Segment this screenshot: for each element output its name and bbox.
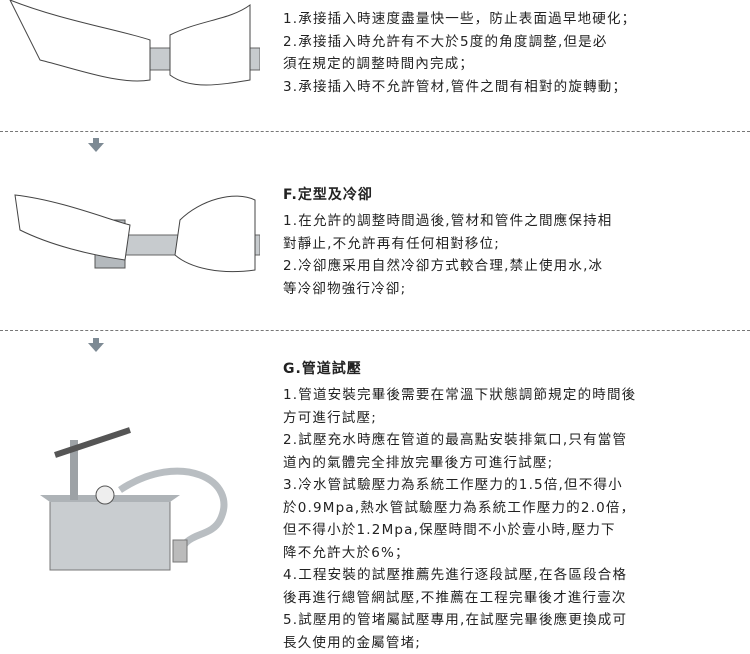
- text-line: 1.承接插入時速度盡量快一些，防止表面過早地硬化；: [283, 11, 637, 27]
- section-f-text: 1.在允許的調整時間過後,管材和管件之間應保持相 對靜止,不允許再有任何相對移位…: [283, 210, 612, 300]
- pressure-test-pump-illustration: [40, 427, 228, 571]
- text-line: 2.承接插入時允許有不大於5度的角度調整,但是必: [283, 33, 608, 50]
- text-line: 須在規定的調整時間內完成；: [283, 56, 475, 72]
- section-f-title: F.定型及冷卻: [283, 187, 373, 203]
- section-divider: [0, 330, 750, 331]
- section-divider: [0, 131, 750, 132]
- text-line: 方可進行試壓;: [283, 409, 377, 426]
- text-line: 5.試壓用的管堵屬試壓專用,在試壓完畢後應更換成可: [283, 612, 628, 628]
- text-line: 等冷卻物強行冷卻;: [283, 280, 407, 297]
- text-line: 2.試壓充水時應在管道的最高點安裝排氣口,只有當管: [283, 432, 628, 448]
- text-line: 3.承接插入時不允許管材,管件之間有相對的旋轉動；: [283, 78, 628, 95]
- text-line: 長久使用的金屬管堵;: [283, 634, 422, 651]
- text-line: 4.工程安裝的試壓推薦先進行逐段試壓,在各區段合格: [283, 567, 628, 583]
- text-line: 道內的氣體完全排放完畢後方可進行試壓;: [283, 454, 554, 471]
- text-line: 後再進行總管網試壓,不推薦在工程完畢後才進行壹次: [283, 589, 627, 606]
- section-e-text: 1.承接插入時速度盡量快一些，防止表面過早地硬化； 2.承接插入時允許有不大於5…: [283, 8, 636, 98]
- pipe-insertion-illustration: [9, 0, 260, 86]
- text-line: 但不得小於1.2Mpa,保壓時間不小於壹小時,壓力下: [283, 522, 616, 538]
- down-arrow-icon: [88, 138, 104, 152]
- text-line: 對靜止,不允許再有任何相對移位;: [283, 235, 501, 252]
- section-g-title: G.管道試壓: [283, 361, 362, 377]
- text-line: 降不允許大於6%；: [283, 544, 410, 561]
- text-line: 1.管道安裝完畢後需要在常溫下狀態調節規定的時間後: [283, 387, 637, 403]
- pipe-holding-illustration: [14, 194, 260, 273]
- text-line: 1.在允許的調整時間過後,管材和管件之間應保持相: [283, 213, 613, 229]
- down-arrow-icon: [88, 338, 104, 352]
- text-line: 於0.9Mpa,熱水管試驗壓力為系統工作壓力的2.0倍，: [283, 499, 636, 516]
- section-g-text: 1.管道安裝完畢後需要在常溫下狀態調節規定的時間後 方可進行試壓; 2.試壓充水…: [283, 384, 636, 654]
- text-line: 2.冷卻應采用自然冷卻方式較合理,禁止使用水,冰: [283, 258, 604, 274]
- text-line: 3.冷水管試驗壓力為系統工作壓力的1.5倍,但不得小: [283, 477, 623, 493]
